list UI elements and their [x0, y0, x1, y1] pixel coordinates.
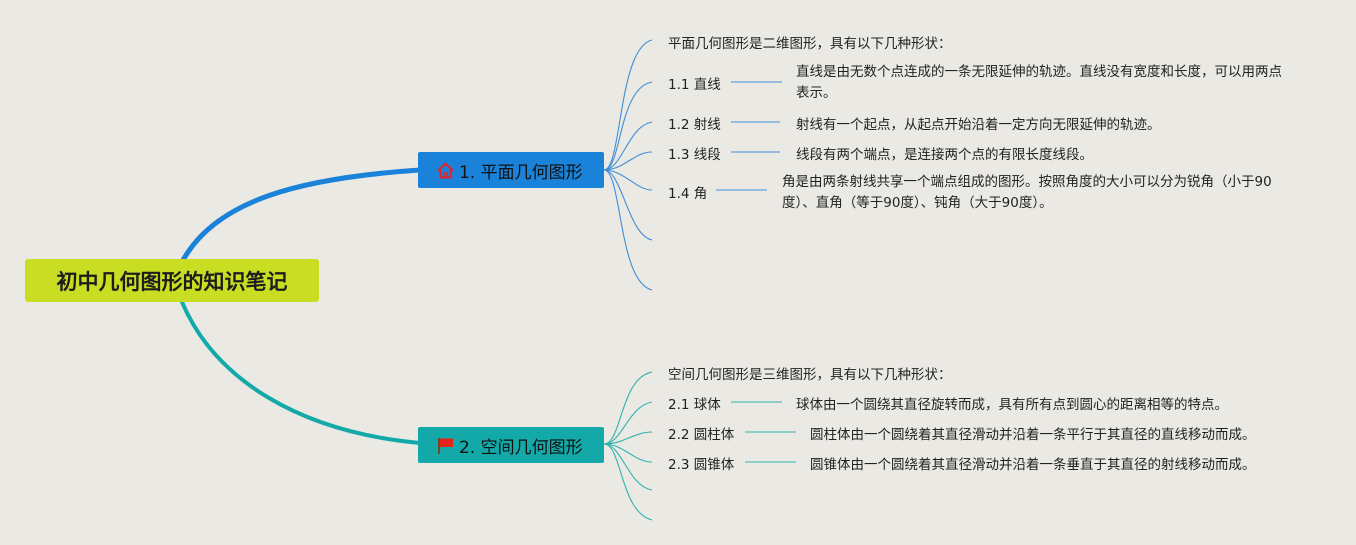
topic-label-1-2[interactable]: 1.2 射线 — [668, 117, 721, 133]
topic-desc-2-1: 球体由一个圆绕其直径旋转而成，具有所有点到圆心的距离相等的特点。 — [796, 397, 1228, 413]
topic-desc-1-3: 线段有两个端点，是连接两个点的有限长度线段。 — [796, 147, 1093, 163]
house-icon — [436, 161, 455, 180]
topic-desc-1-4: 角是由两条射线共享一个端点组成的图形。按照角度的大小可以分为锐角（小于90度）、… — [782, 174, 1272, 211]
branch-plane-geometry[interactable]: 1. 平面几何图形 — [418, 152, 604, 188]
topic-label-1-3[interactable]: 1.3 线段 — [668, 147, 721, 163]
red-flag-icon — [436, 436, 455, 455]
root-topic[interactable]: 初中几何图形的知识笔记 — [25, 259, 319, 302]
branch1-fan-lines — [603, 39, 782, 291]
topic-desc-1-1: 直线是由无数个点连成的一条无限延伸的轨迹。直线没有宽度和长度，可以用两点表示。 — [796, 64, 1282, 101]
branch2-intro: 空间几何图形是三维图形，具有以下几种形状： — [668, 367, 952, 383]
branch-solid-geometry[interactable]: 2. 空间几何图形 — [418, 427, 604, 463]
topic-desc-2-3: 圆锥体由一个圆绕着其直径滑动并沿着一条垂直于其直径的射线移动而成。 — [810, 457, 1256, 473]
root-title: 初中几何图形的知识笔记 — [56, 269, 288, 294]
topic-label-1-4[interactable]: 1.4 角 — [668, 186, 708, 202]
topic-label-1-1[interactable]: 1.1 直线 — [668, 77, 721, 93]
branch-label: 1. 平面几何图形 — [459, 162, 583, 183]
topic-label-2-1[interactable]: 2.1 球体 — [668, 397, 721, 413]
root-to-branch1-line — [179, 167, 423, 265]
branch-label: 2. 空间几何图形 — [459, 437, 583, 458]
topic-label-2-3[interactable]: 2.3 圆锥体 — [668, 457, 735, 473]
branch2-fan-lines — [603, 371, 796, 521]
topic-label-2-2[interactable]: 2.2 圆柱体 — [668, 427, 735, 443]
branch1-intro: 平面几何图形是二维图形，具有以下几种形状： — [668, 36, 952, 52]
root-to-branch2-line — [180, 300, 422, 445]
topic-desc-2-2: 圆柱体由一个圆绕着其直径滑动并沿着一条平行于其直径的直线移动而成。 — [810, 427, 1256, 443]
topic-desc-1-2: 射线有一个起点，从起点开始沿着一定方向无限延伸的轨迹。 — [796, 117, 1161, 133]
